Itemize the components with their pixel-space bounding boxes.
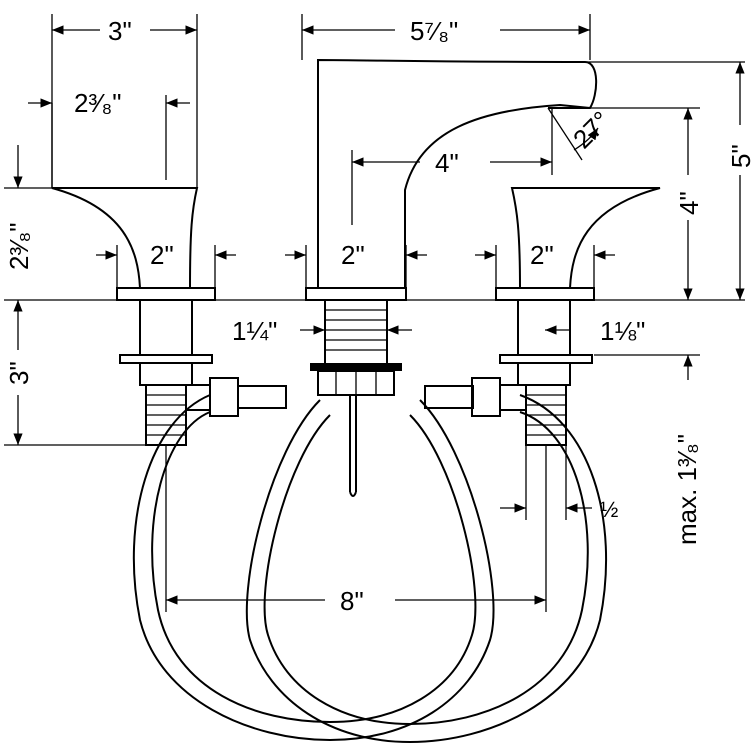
dim-handle-height: 2³⁄₈" xyxy=(4,223,34,270)
dim-center-base: 2" xyxy=(341,240,365,270)
dim-max-deck: max. 1³⁄₈" xyxy=(672,434,702,545)
dim-spout-reach: 5⁷⁄₈" xyxy=(410,16,458,46)
dim-right-shank: 1⅛" xyxy=(600,316,645,346)
dim-spout-height-deck: 4" xyxy=(674,191,704,215)
dimension-arrows xyxy=(13,25,745,605)
spout xyxy=(305,58,598,497)
dim-handle-spread-top: 3" xyxy=(108,16,132,46)
dim-right-base: 2" xyxy=(530,240,554,270)
dim-hose-offset: ½ xyxy=(600,497,618,522)
dim-shank-length: 3" xyxy=(4,361,34,385)
dim-handle-depth: 2³⁄₈" xyxy=(74,88,121,118)
dim-left-base: 2" xyxy=(150,240,174,270)
supply-hoses xyxy=(132,394,607,744)
dim-spout-height-total: 5" xyxy=(726,144,755,168)
dim-spout-to-aerator: 4" xyxy=(435,148,459,178)
extension-lines xyxy=(4,14,745,612)
dim-center-shank: 1¼" xyxy=(232,316,277,346)
dim-spout-angle: 27° xyxy=(567,105,616,154)
dim-center-spread: 8" xyxy=(340,586,364,616)
